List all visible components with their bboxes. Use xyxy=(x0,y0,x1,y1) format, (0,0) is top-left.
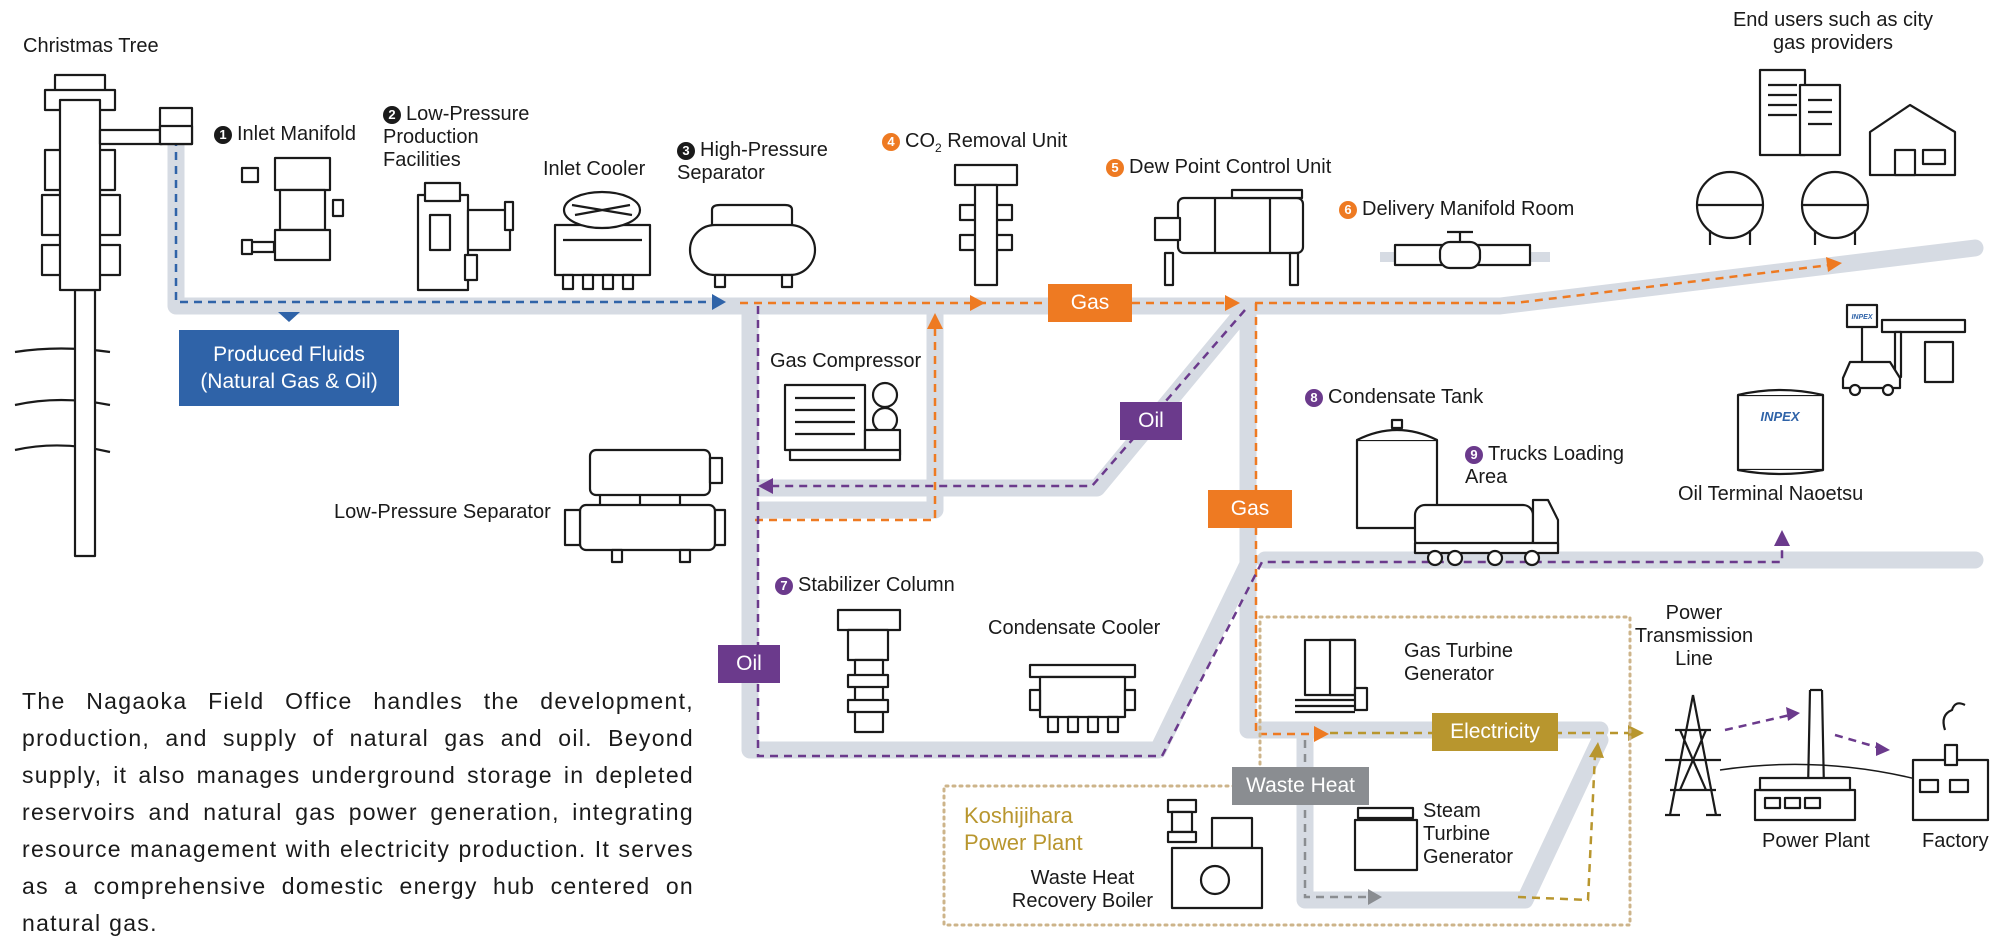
tanker-truck-icon xyxy=(1413,498,1560,567)
waste-heat-boiler-label: Waste Heat Recovery Boiler xyxy=(1011,867,1154,912)
inlet-manifold-label: 1 Inlet Manifold xyxy=(214,123,356,146)
gas-turbine-label: Gas Turbine Generator xyxy=(1404,640,1513,685)
step-number: 2 xyxy=(383,106,401,124)
label-text: Dew Point Control Unit xyxy=(1129,156,1332,178)
gas-arrowheads xyxy=(927,257,1842,742)
produced-fluids-badge: Produced Fluids (Natural Gas & Oil) xyxy=(179,330,399,406)
pylon-icon xyxy=(1665,694,1921,817)
waste-heat-tag: Waste Heat xyxy=(1232,767,1369,805)
turbine-generator-icon xyxy=(1295,638,1369,714)
stabilizer-column-label: 7 Stabilizer Column xyxy=(775,574,955,597)
step-number: 4 xyxy=(882,133,900,151)
christmas-tree-label: Christmas Tree xyxy=(23,35,159,57)
oil-tag: Oil xyxy=(1120,402,1182,440)
separator-vessel-icon xyxy=(688,203,817,289)
gas-tag: Gas xyxy=(1208,490,1292,528)
stabilizer-column-icon xyxy=(836,608,902,734)
produced-fluids-line1: Produced Fluids xyxy=(213,343,365,366)
gas-station-icon xyxy=(1841,303,1967,397)
city-buildings-icon xyxy=(1695,68,1957,245)
step-number: 5 xyxy=(1106,159,1124,177)
produced-fluids-line2: (Natural Gas & Oil) xyxy=(200,370,378,393)
steam-turbine-icon xyxy=(1353,806,1419,872)
pipelines xyxy=(167,129,1984,909)
label-subscript: 2 xyxy=(935,141,942,155)
power-plant-icon xyxy=(1753,688,1857,822)
koshijihara-label: Koshijihara Power Plant xyxy=(964,803,1083,855)
gas-compressor-label: Gas Compressor xyxy=(770,350,922,372)
manifold-icon xyxy=(240,156,345,262)
gas-tag: Gas xyxy=(1048,284,1132,322)
cooler-fan-icon xyxy=(553,190,652,291)
production-unit-icon xyxy=(416,181,515,292)
steam-turbine-label: Steam Turbine Generator xyxy=(1423,800,1514,868)
electricity-flow-lines xyxy=(1330,731,1630,902)
oil-terminal-label: Oil Terminal Naoetsu xyxy=(1678,483,1864,505)
label-text: Condensate Tank xyxy=(1328,386,1484,408)
end-users-label: End users such as city gas providers xyxy=(1732,9,1934,54)
inlet-cooler-label: Inlet Cooler xyxy=(543,158,646,180)
co2-removal-label: 4 CO2 Removal Unit xyxy=(882,130,1067,160)
low-pressure-separator-icon xyxy=(563,448,727,564)
oil-arrowheads xyxy=(758,478,1890,756)
step-number: 9 xyxy=(1465,446,1483,464)
label-text: Stabilizer Column xyxy=(798,574,955,596)
boiler-icon xyxy=(1166,798,1264,910)
cooler-icon xyxy=(1028,663,1137,734)
electricity-arrowheads xyxy=(1589,725,1644,758)
description-text: The Nagaoka Field Office handles the dev… xyxy=(22,688,694,936)
low-pressure-separator-label: Low-Pressure Separator xyxy=(334,501,551,523)
produced-fluids-flow xyxy=(174,138,726,322)
inpex-logo: INPEX xyxy=(1760,409,1800,424)
label-text: Trucks Loading Area xyxy=(1465,443,1624,488)
column-icon xyxy=(953,163,1019,287)
step-number: 6 xyxy=(1339,201,1357,219)
step-number: 1 xyxy=(214,126,232,144)
heat-exchanger-icon xyxy=(1153,188,1305,287)
label-text: Low-Pressure Production Facilities xyxy=(383,103,530,171)
label-text: High-Pressure Separator xyxy=(677,139,828,184)
step-number: 7 xyxy=(775,577,793,595)
step-number: 8 xyxy=(1305,389,1323,407)
power-plant-label: Power Plant xyxy=(1762,830,1870,852)
factory-label: Factory xyxy=(1922,830,1989,852)
label-text: CO xyxy=(905,130,935,152)
label-text: Removal Unit xyxy=(941,130,1068,152)
oil-tank-icon xyxy=(1736,388,1825,476)
wellhead-icon xyxy=(14,73,194,558)
electricity-tag: Electricity xyxy=(1432,713,1558,751)
delivery-manifold-label: 6 Delivery Manifold Room xyxy=(1339,198,1574,221)
waste-heat-flow xyxy=(1303,740,1382,905)
factory-icon xyxy=(1911,702,1990,822)
condensate-tank-label: 8 Condensate Tank xyxy=(1305,386,1483,409)
valve-icon xyxy=(1380,230,1550,270)
oil-flow-lines xyxy=(756,306,1881,758)
label-text: Delivery Manifold Room xyxy=(1362,198,1575,220)
condensate-cooler-label: Condensate Cooler xyxy=(988,617,1161,639)
inpex-sign-logo: INPEX xyxy=(1851,314,1873,321)
gas-flow-lines xyxy=(740,263,1831,736)
oil-tag: Oil xyxy=(718,645,780,683)
label-text: Inlet Manifold xyxy=(237,123,356,145)
step-number: 3 xyxy=(677,142,695,160)
dew-point-label: 5 Dew Point Control Unit xyxy=(1106,156,1331,179)
compressor-icon xyxy=(783,381,902,462)
power-transmission-label: Power Transmission Line xyxy=(1634,602,1754,670)
